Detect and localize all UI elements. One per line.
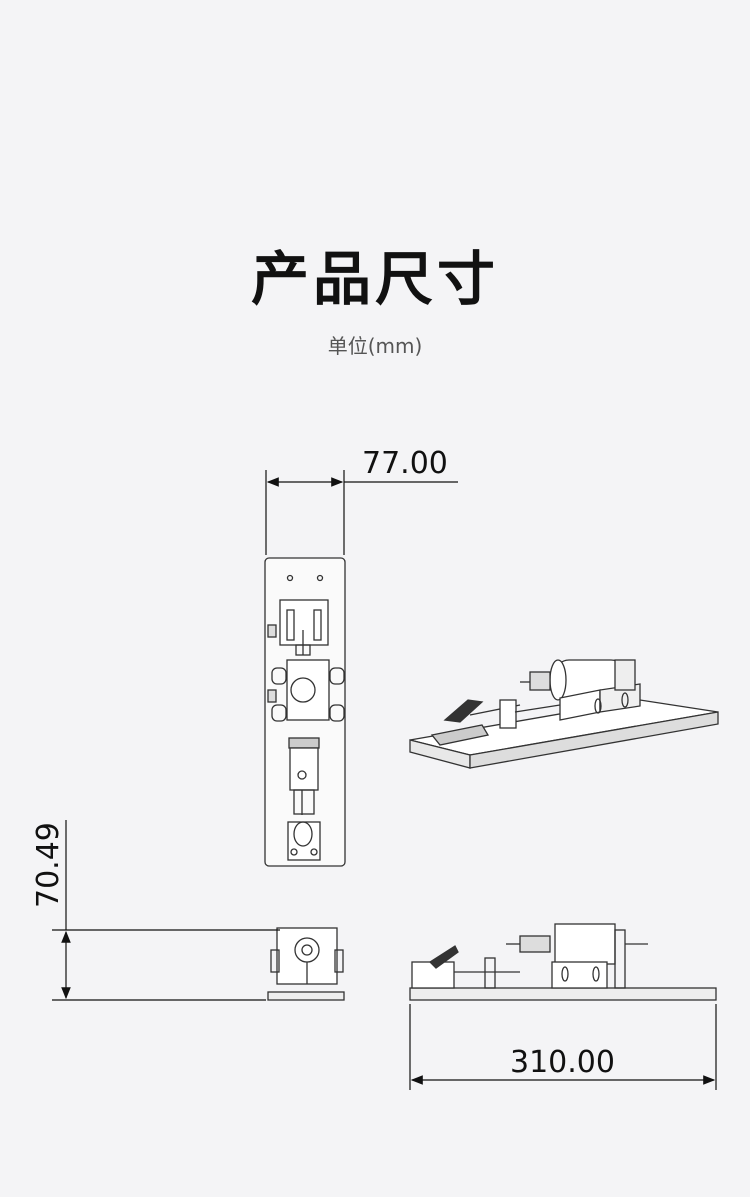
top-view [264, 557, 346, 867]
side-view [267, 927, 345, 1001]
isometric-view [409, 659, 719, 769]
length-dimension [409, 1004, 717, 1090]
height-dimension [52, 820, 280, 1001]
page-title: 产品尺寸 [250, 245, 499, 313]
unit-label: 单位(mm) [327, 334, 423, 358]
height-label: 70.49 [31, 822, 66, 908]
width-label: 77.00 [362, 446, 448, 481]
width-dimension [265, 470, 458, 555]
front-view [409, 923, 717, 1001]
length-label: 310.00 [510, 1045, 615, 1080]
